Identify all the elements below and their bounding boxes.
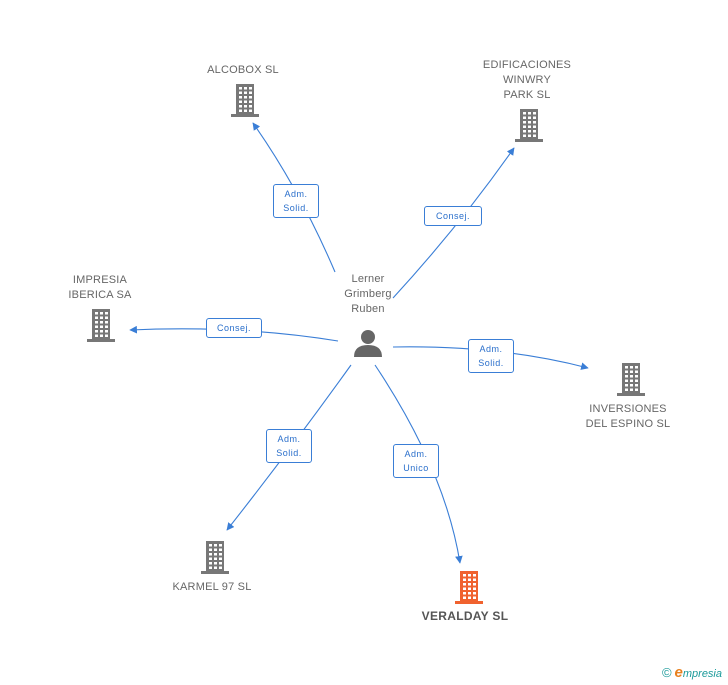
relation-label-veralday[interactable]: Adm. Unico bbox=[393, 444, 439, 478]
company-label-inversiones[interactable]: INVERSIONES DEL ESPINO SL bbox=[585, 403, 671, 430]
brand-initial: e bbox=[674, 664, 683, 681]
center-person-label: Lerner Grimberg Ruben bbox=[344, 273, 392, 315]
copyright-icon: © bbox=[661, 665, 672, 680]
relation-label-alcobox[interactable]: Adm. Solid. bbox=[273, 184, 319, 218]
company-label-edificaciones[interactable]: EDIFICACIONES WINWRY PARK SL bbox=[482, 59, 572, 101]
relation-label-edificaciones[interactable]: Consej. bbox=[424, 206, 482, 226]
relation-label-inversiones[interactable]: Adm. Solid. bbox=[468, 339, 514, 373]
company-label-karmel[interactable]: KARMEL 97 SL bbox=[172, 581, 252, 593]
company-label-alcobox[interactable]: ALCOBOX SL bbox=[207, 64, 279, 76]
company-label-impresia[interactable]: IMPRESIA IBERICA SA bbox=[68, 274, 132, 301]
building-icon[interactable] bbox=[615, 362, 647, 397]
company-label-veralday[interactable]: VERALDAY SL bbox=[421, 609, 509, 623]
person-icon[interactable] bbox=[353, 328, 383, 358]
building-icon[interactable] bbox=[199, 540, 231, 575]
building-icon[interactable] bbox=[229, 83, 261, 118]
relation-label-karmel[interactable]: Adm. Solid. bbox=[266, 429, 312, 463]
brand-name: mpresia bbox=[682, 668, 722, 680]
building-icon[interactable] bbox=[453, 570, 485, 605]
building-icon[interactable] bbox=[513, 108, 545, 143]
empresia-watermark: ©empresia bbox=[662, 664, 722, 681]
relation-label-impresia[interactable]: Consej. bbox=[206, 318, 262, 338]
building-icon[interactable] bbox=[85, 308, 117, 343]
